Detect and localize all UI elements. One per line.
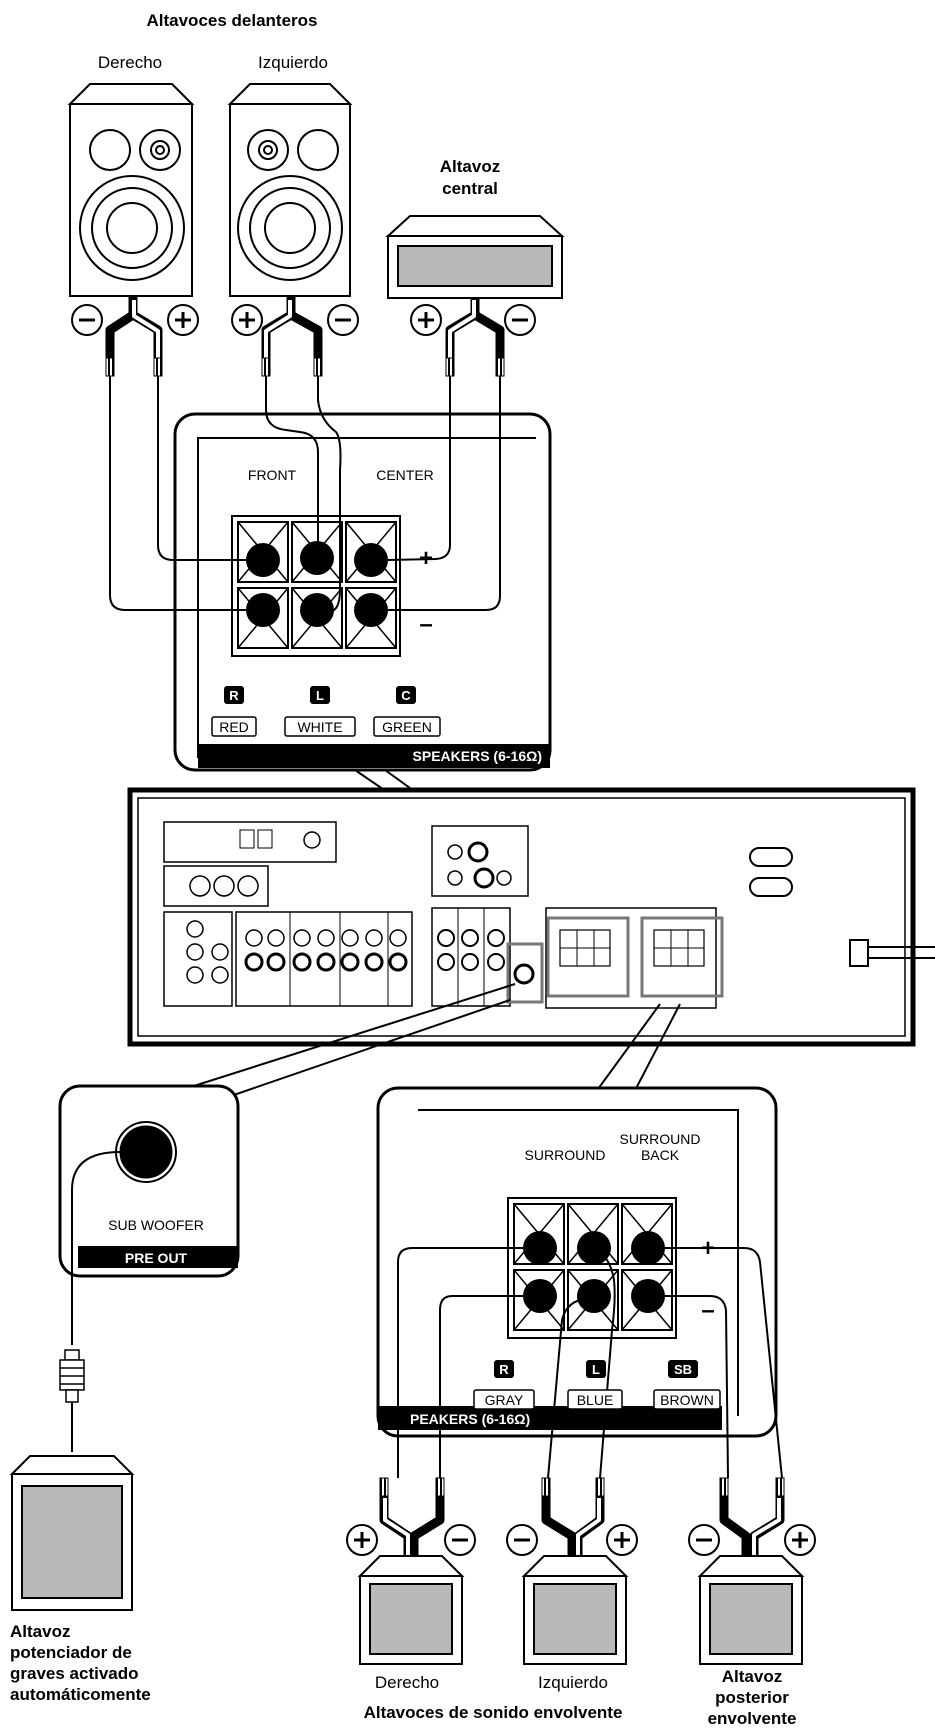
- surround-speakers-footer: PEAKERS (6-16Ω): [410, 1411, 530, 1427]
- front-right-label: Derecho: [98, 53, 162, 72]
- surround-tag-gray: GRAY: [485, 1392, 524, 1408]
- receiver-rear-panel: [127, 787, 935, 1047]
- surround-back-title-1: Altavoz: [722, 1667, 782, 1686]
- front-right-speaker: [67, 83, 195, 297]
- surround-label: SURROUND: [525, 1147, 606, 1163]
- center-speaker: [385, 215, 565, 299]
- surround-left-speaker: [521, 1555, 629, 1665]
- surround-minus-sign: –: [701, 1297, 714, 1324]
- surround-back-speaker: [697, 1555, 805, 1665]
- front-speaker-cables: [105, 297, 505, 360]
- front-speakers-footer: SPEAKERS (6-16Ω): [413, 748, 542, 764]
- surround-speakers-title: Altavoces de sonido envolvente: [364, 1703, 623, 1722]
- front-wires: [109, 376, 501, 613]
- front-tag-red: RED: [219, 719, 249, 735]
- surround-speaker-cables: [379, 1496, 785, 1560]
- center-speaker-title-2: central: [442, 179, 498, 198]
- front-badge-c: C: [401, 688, 411, 703]
- surround-badge-l: L: [592, 1362, 600, 1377]
- center-speaker-title-1: Altavoz: [440, 157, 500, 176]
- surround-back-label-2: BACK: [641, 1147, 680, 1163]
- surround-left-label: Izquierdo: [538, 1673, 608, 1692]
- surround-badge-sb: SB: [674, 1362, 692, 1377]
- surround-back-label-1: SURROUND: [620, 1131, 701, 1147]
- subwoofer-speaker: [9, 1455, 135, 1611]
- subwoofer-cable: [71, 1151, 121, 1345]
- front-speakers-title: Altavoces delanteros: [146, 11, 317, 30]
- subwoofer-title-2: potenciador de: [10, 1643, 132, 1662]
- subwoofer-panel: [58, 1084, 240, 1278]
- surround-badge-r: R: [499, 1362, 509, 1377]
- center-label: CENTER: [376, 467, 434, 483]
- front-label: FRONT: [248, 467, 297, 483]
- front-tag-white: WHITE: [297, 719, 342, 735]
- front-terminal-knobs: [246, 541, 388, 627]
- rca-plug-icon: [59, 1349, 85, 1403]
- front-wire-tips: [105, 357, 505, 377]
- surround-wires: [397, 1247, 783, 1479]
- surround-badges: [494, 1360, 698, 1378]
- subwoofer-title-3: graves activado: [10, 1664, 139, 1683]
- subwoofer-label: SUB WOOFER: [108, 1217, 204, 1233]
- surround-back-title-2: posterior: [715, 1688, 789, 1707]
- front-badge-l: L: [316, 688, 324, 703]
- front-badge-r: R: [229, 688, 239, 703]
- surround-tag-brown: BROWN: [660, 1392, 714, 1408]
- surround-polarity-icons: [346, 1524, 816, 1556]
- subwoofer-title-1: Altavoz: [10, 1622, 70, 1641]
- surround-right-label: Derecho: [375, 1673, 439, 1692]
- front-tag-green: GREEN: [382, 719, 432, 735]
- surround-wire-tips: [379, 1477, 785, 1497]
- front-left-label: Izquierdo: [258, 53, 328, 72]
- pre-out-label: PRE OUT: [125, 1250, 188, 1266]
- front-terminal-block: [231, 515, 401, 657]
- subwoofer-title-4: automáticomente: [10, 1685, 151, 1704]
- surround-tag-blue: BLUE: [577, 1392, 614, 1408]
- front-badges: [224, 686, 416, 704]
- surround-terminal-block: [507, 1197, 677, 1339]
- surround-terminal-knobs: [523, 1231, 665, 1313]
- front-left-speaker: [227, 83, 353, 297]
- surround-right-speaker: [357, 1555, 465, 1665]
- surround-back-title-3: envolvente: [708, 1709, 797, 1728]
- front-minus-sign: –: [419, 611, 432, 638]
